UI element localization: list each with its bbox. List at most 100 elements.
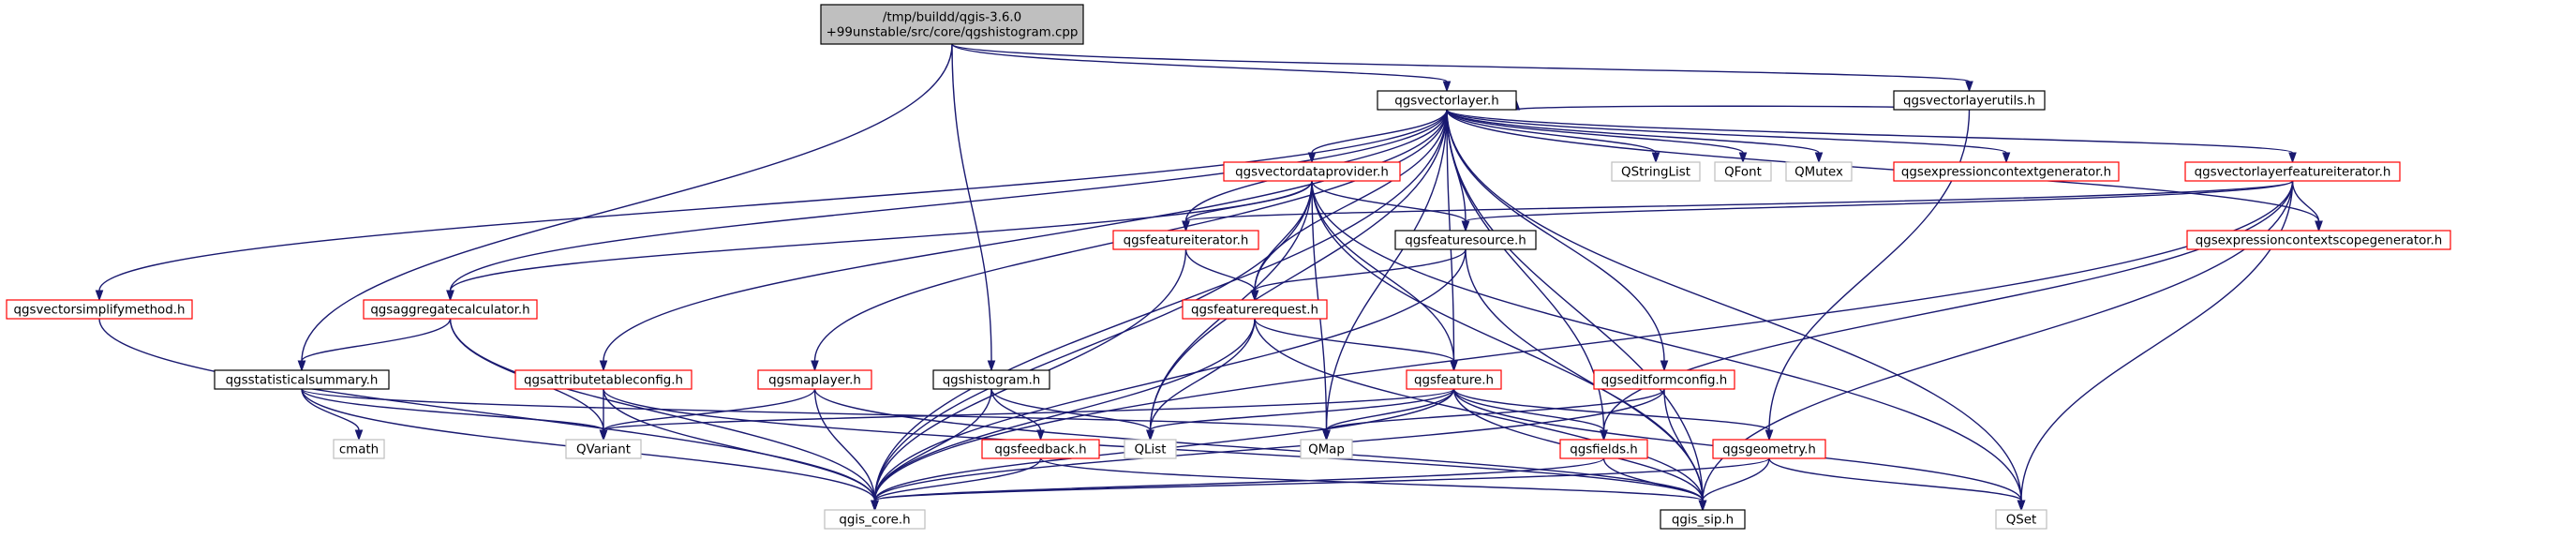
edge-line bbox=[1446, 109, 2007, 154]
edge-arrowhead bbox=[297, 360, 306, 372]
node-qgsattributetableconfig[interactable]: qgsattributetableconfig.h bbox=[514, 369, 692, 390]
edge-line bbox=[301, 388, 360, 431]
node-qgsmaplayer[interactable]: qgsmaplayer.h bbox=[757, 369, 872, 390]
edge-line bbox=[873, 248, 1467, 502]
node-qgsfeaturerequest[interactable]: qgsfeaturerequest.h bbox=[1182, 299, 1328, 320]
edge-line bbox=[873, 457, 1770, 502]
node-label: QMap bbox=[1308, 443, 1345, 457]
edge-qgsvectorlayerfeatureiterator-to-qgsexpressioncontextscopegenerator bbox=[2291, 180, 2323, 232]
node-root: /tmp/buildd/qgis-3.6.0+99unstable/src/co… bbox=[820, 4, 1084, 45]
edge-arrowhead bbox=[1182, 220, 1190, 232]
edge-qgsstatisticalsummary-to-cmath bbox=[301, 388, 364, 442]
edge-line bbox=[1184, 180, 2294, 222]
edge-qgsvectorlayerfeatureiterator-to-qgsfields bbox=[1600, 180, 2294, 442]
node-qgsvectorlayerutils[interactable]: qgsvectorlayerutils.h bbox=[1893, 90, 2046, 111]
edge-qgsvectorlayer-to-qgsvectorsimplifymethod bbox=[95, 109, 1448, 302]
edge-line bbox=[1325, 388, 1665, 431]
node-qstringlist[interactable]: QStringList bbox=[1611, 161, 1701, 182]
node-qgsgeometry[interactable]: qgsgeometry.h bbox=[1712, 439, 1826, 459]
node-qset[interactable]: QSet bbox=[1995, 509, 2047, 530]
node-qlist[interactable]: QList bbox=[1124, 439, 1177, 459]
node-qfeedback[interactable]: qgsfeedback.h bbox=[981, 439, 1100, 459]
node-qgsfeaturesource[interactable]: qgsfeaturesource.h bbox=[1394, 230, 1537, 250]
node-qgsexpressioncontextscopegenerator[interactable]: qgsexpressioncontextscopegenerator.h bbox=[2186, 230, 2451, 250]
edge-qgsvectordataprovider-to-qgsaggregatecalculator bbox=[446, 180, 1313, 302]
node-qgsfeature[interactable]: qgsfeature.h bbox=[1406, 369, 1502, 390]
node-qgis_core[interactable]: qgis_core.h bbox=[824, 509, 926, 530]
edge-qgsvectorlayer-to-qstringlist bbox=[1446, 109, 1660, 164]
node-cmath[interactable]: cmath bbox=[333, 439, 385, 459]
node-box bbox=[1377, 90, 1517, 111]
edge-arrowhead bbox=[599, 360, 608, 372]
edge-qgsaggregatecalculator-to-qgis_core bbox=[449, 318, 879, 512]
edge-qgsvectorlayer-to-qfont bbox=[1446, 109, 1748, 164]
edge-arrowhead bbox=[2288, 152, 2297, 164]
edge-arrowhead bbox=[1461, 220, 1470, 232]
node-qgis_sip[interactable]: qgis_sip.h bbox=[1660, 509, 1746, 530]
node-box bbox=[363, 299, 538, 320]
edge-arrowhead bbox=[1146, 429, 1154, 442]
edge-line bbox=[1465, 180, 2294, 222]
edge-line bbox=[1452, 388, 1770, 431]
node-label: qgis_sip.h bbox=[1672, 514, 1734, 528]
node-qgsexpressioncontextgenerator[interactable]: qgsexpressioncontextgenerator.h bbox=[1893, 161, 2120, 182]
node-qmap[interactable]: QMap bbox=[1300, 439, 1353, 459]
edge-line bbox=[1768, 109, 1971, 431]
edge-line bbox=[1446, 109, 2320, 222]
edge-line bbox=[1663, 388, 1704, 502]
edge-line bbox=[603, 388, 1455, 431]
edge-arrowhead bbox=[446, 290, 454, 302]
edge-qgsgeometry-to-qgis_sip bbox=[1698, 457, 1770, 512]
edge-qgsvectorlayer-to-qmutex bbox=[1446, 109, 1824, 164]
node-label: qgsgeometry.h bbox=[1722, 443, 1816, 457]
node-qgsfields[interactable]: qgsfields.h bbox=[1559, 439, 1648, 459]
edge-line bbox=[1311, 180, 1467, 222]
edge-line bbox=[98, 109, 1448, 292]
node-qgshistogram[interactable]: qgshistogram.h bbox=[932, 369, 1050, 390]
edge-arrowhead bbox=[2315, 220, 2323, 232]
edge-qgsvectorlayer-to-qgsaggregatecalculator bbox=[446, 109, 1448, 302]
node-label: qgsfeedback.h bbox=[994, 443, 1086, 457]
edge-line bbox=[603, 388, 816, 431]
edge-qgsvectorlayer-to-qgsvectorlayerfeatureiterator bbox=[1446, 109, 2297, 164]
node-box bbox=[1611, 161, 1701, 182]
edge-line bbox=[873, 457, 1042, 502]
edge-line bbox=[951, 43, 992, 362]
edge-line bbox=[449, 318, 876, 502]
node-qgseditformconfig[interactable]: qgseditformconfig.h bbox=[1593, 369, 1735, 390]
node-qgsvectorsimplifymethod[interactable]: qgsvectorsimplifymethod.h bbox=[6, 299, 193, 320]
edge-root-to-qgshistogram bbox=[951, 43, 996, 372]
node-qgsvectorlayer[interactable]: qgsvectorlayer.h bbox=[1377, 90, 1517, 111]
node-qfont[interactable]: QFont bbox=[1714, 161, 1772, 182]
node-box bbox=[214, 369, 390, 390]
node-label: qgseditformconfig.h bbox=[1601, 374, 1728, 388]
edge-line bbox=[1446, 109, 1820, 154]
node-label: +99unstable/src/core/qgshistogram.cpp bbox=[826, 26, 1079, 40]
node-qgsfeatureiterator[interactable]: qgsfeatureiterator.h bbox=[1112, 230, 1259, 250]
node-label: qgsfeature.h bbox=[1414, 374, 1494, 388]
edge-line bbox=[1149, 109, 1448, 431]
edge-line bbox=[1446, 109, 2294, 154]
node-qgsstatisticalsummary[interactable]: qgsstatisticalsummary.h bbox=[214, 369, 390, 390]
edge-line bbox=[301, 318, 452, 362]
node-box bbox=[565, 439, 642, 459]
edge-line bbox=[1149, 318, 1256, 431]
node-qgsaggregatecalculator[interactable]: qgsaggregatecalculator.h bbox=[363, 299, 538, 320]
node-label: qgsstatisticalsummary.h bbox=[226, 374, 379, 388]
node-qgsvectordataprovider[interactable]: qgsvectordataprovider.h bbox=[1223, 161, 1401, 182]
node-qmutex[interactable]: QMutex bbox=[1785, 161, 1853, 182]
edge-line bbox=[1702, 457, 1770, 502]
edge-line bbox=[1254, 318, 1455, 362]
edge-qgsvectorlayer-to-qmap bbox=[1322, 109, 1448, 442]
edge-qgsvectorlayerutils-to-qgsgeometry bbox=[1764, 109, 1971, 442]
node-qgsvectorlayerfeatureiterator[interactable]: qgsvectorlayerfeatureiterator.h bbox=[2184, 161, 2401, 182]
edge-line bbox=[1184, 248, 1256, 292]
edge-arrowhead bbox=[1442, 81, 1452, 93]
node-label: qgsvectorlayerutils.h bbox=[1903, 95, 2035, 109]
edge-arrowhead bbox=[1738, 152, 1748, 164]
edge-arrowhead bbox=[2017, 500, 2026, 512]
node-label: qgsfeaturerequest.h bbox=[1191, 304, 1318, 318]
node-qvariant[interactable]: QVariant bbox=[565, 439, 642, 459]
node-label: qgsvectorlayer.h bbox=[1394, 95, 1499, 109]
